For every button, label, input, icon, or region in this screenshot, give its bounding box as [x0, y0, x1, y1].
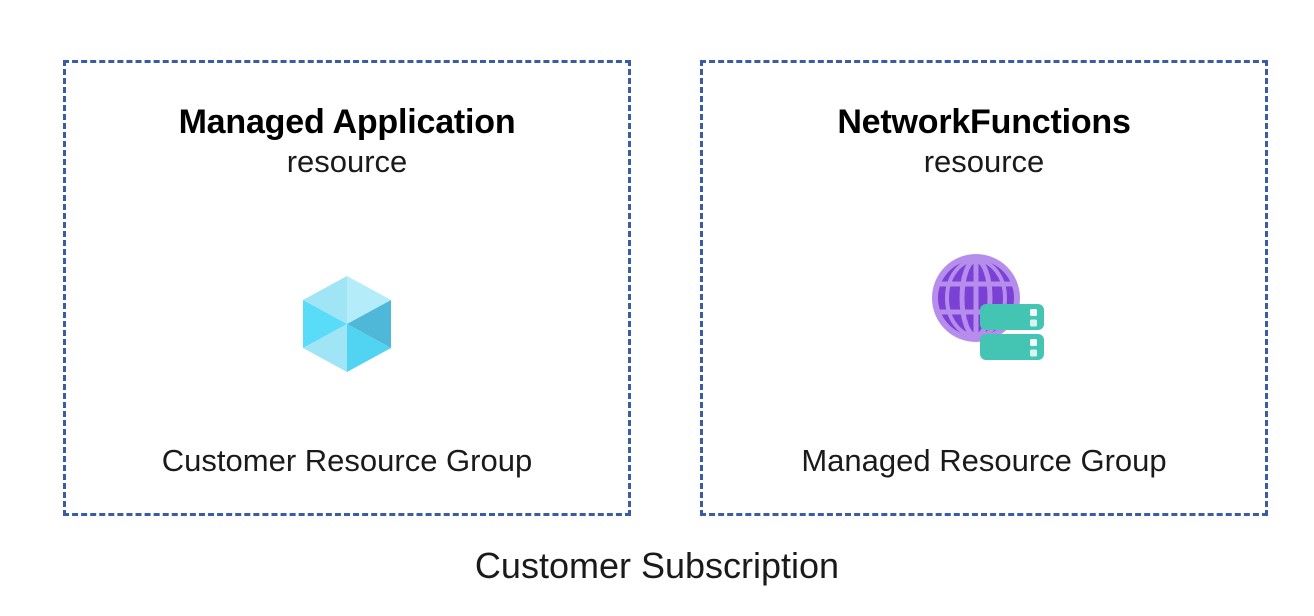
networkfunctions-icon-holder — [703, 248, 1265, 368]
managed-application-resource-name: Managed Application — [178, 103, 516, 141]
managed-application-heading: Managed Application resource — [66, 103, 628, 180]
managed-application-icon-holder — [66, 275, 628, 377]
managed-application-cube-icon — [303, 275, 391, 377]
network-functions-globe-server-icon — [922, 248, 1046, 369]
networkfunctions-heading: NetworkFunctions resource — [703, 103, 1265, 180]
networkfunctions-resource-kind: resource — [923, 144, 1045, 180]
customer-resource-group-box: Managed Application resource — [63, 60, 631, 516]
managed-application-resource-kind: resource — [286, 144, 408, 180]
managed-resource-group-box: NetworkFunctions resource — [700, 60, 1268, 516]
customer-resource-group-label: Customer Resource Group — [161, 443, 533, 478]
customer-subscription-caption: Customer Subscription — [474, 545, 840, 586]
networkfunctions-resource-name: NetworkFunctions — [837, 103, 1131, 141]
managed-resource-group-label: Managed Resource Group — [801, 443, 1167, 478]
